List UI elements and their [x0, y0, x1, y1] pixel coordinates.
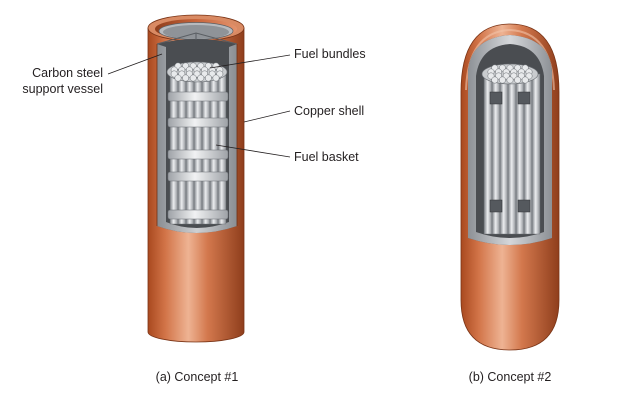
concept-1-container [147, 14, 245, 343]
label-fuel-bundles: Fuel bundles [294, 47, 366, 61]
label-copper-shell: Copper shell [294, 104, 364, 118]
label-carbon-steel-line2: support vessel [22, 82, 103, 96]
label-carbon-steel-line1: Carbon steel [32, 66, 103, 80]
leader-carbon-steel [107, 53, 163, 75]
concept-1-leaders [107, 53, 291, 158]
concept-2-container [460, 23, 560, 351]
fuel-basket-concept-2 [481, 63, 541, 235]
fuel-basket-concept-1 [166, 61, 229, 225]
caption-concept-1: (a) Concept #1 [156, 370, 239, 384]
caption-concept-2: (b) Concept #2 [469, 370, 552, 384]
label-fuel-basket: Fuel basket [294, 150, 359, 164]
leader-fuel-bundles [209, 54, 291, 69]
leader-fuel-basket [215, 144, 291, 158]
leader-copper-shell [243, 110, 291, 123]
